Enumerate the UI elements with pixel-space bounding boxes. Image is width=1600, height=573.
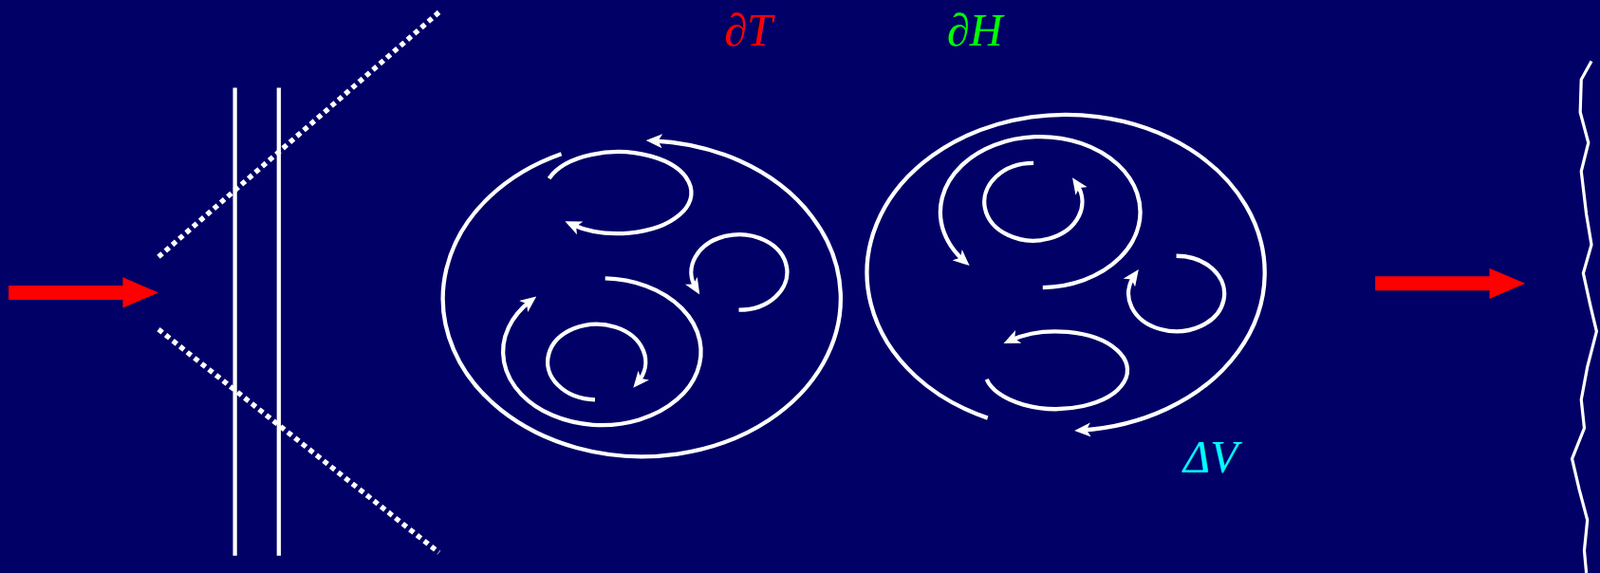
eddy-arc: [940, 136, 1141, 288]
flow-arrow: [8, 277, 159, 308]
dotted-line: [158, 12, 440, 258]
symbol-label: ΔV: [1183, 434, 1239, 481]
eddy-arc: [547, 324, 646, 401]
eddy-arc: [549, 151, 692, 234]
eddy-arc: [690, 234, 787, 311]
slit-line: [232, 87, 237, 556]
eddy-arc: [443, 140, 841, 457]
symbol-label: ∂T: [724, 7, 772, 54]
wavy-front: [1572, 60, 1598, 573]
slit-line: [277, 87, 281, 556]
eddy-arc: [1128, 256, 1225, 333]
flow-arrow: [1375, 268, 1526, 299]
eddy-arc: [502, 278, 701, 426]
eddy-arc: [984, 163, 1082, 242]
eddy-arc: [986, 331, 1128, 410]
dotted-line: [158, 329, 440, 553]
symbol-label: ∂H: [947, 7, 1003, 54]
eddy-arc: [867, 114, 1266, 431]
